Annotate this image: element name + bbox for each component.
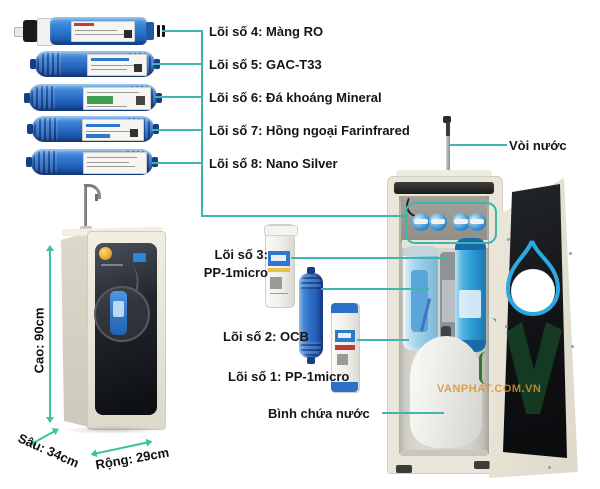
open-cabinet-topface <box>396 170 492 180</box>
open-cabinet-rim <box>394 182 494 194</box>
label-tank: Bình chứa nước <box>268 406 370 421</box>
connector-filter2 <box>321 288 429 290</box>
inline-filter-end-2 <box>429 213 447 231</box>
interior-floor <box>400 450 488 456</box>
blue-energy-label <box>133 253 146 262</box>
height-dimension-arrow <box>46 245 54 423</box>
inline-filter-end-1 <box>412 213 430 231</box>
pp1micro-1-image <box>331 303 360 393</box>
tank-image <box>410 336 482 448</box>
open-cabinet-tap-handle <box>443 116 451 123</box>
label-filter2: Lõi số 2: OCB <box>223 329 309 344</box>
ro-black-cap <box>23 20 38 42</box>
connector-filter6 <box>155 96 202 98</box>
tank-fitting <box>441 326 451 340</box>
bracket-to-cabinet-line <box>201 215 408 217</box>
closed-cabinet-shadow <box>60 426 164 434</box>
label-filter5: Lõi số 5: GAC-T33 <box>209 57 322 72</box>
label-filter8: Lõi số 8: Nano Silver <box>209 156 338 171</box>
label-filter1: Lõi số 1: PP-1micro <box>228 369 350 384</box>
closed-cabinet-faucet-stem <box>84 186 87 233</box>
green-wire-2 <box>479 352 492 384</box>
site-watermark: VANPHAT.COM.VN <box>437 383 542 395</box>
open-door-panel <box>503 184 567 458</box>
bracket-vertical-line <box>201 30 203 217</box>
connector-filter8 <box>152 162 202 164</box>
nano-silver-filter-image <box>26 149 158 175</box>
connector-filter5 <box>152 63 202 65</box>
housing-left <box>403 246 438 350</box>
ocb-filter-image <box>299 267 323 364</box>
panel-bottle-image <box>110 291 127 335</box>
interior-manifold <box>402 240 488 248</box>
connector-filter7 <box>152 129 202 131</box>
mineral-filter-image <box>24 84 162 111</box>
label-filter3: Lõi số 3: PP-1micro <box>203 247 268 280</box>
closed-cabinet-faucet-tip <box>95 194 98 201</box>
inline-filter-end-3 <box>452 213 470 231</box>
connector-filter3 <box>291 257 448 259</box>
water-drop-emblem <box>506 240 560 316</box>
open-cabinet-tap-upper <box>446 122 450 138</box>
ro-label <box>71 21 135 42</box>
housing-middle <box>440 252 457 344</box>
closed-cabinet-faucet-arc <box>84 184 101 199</box>
ro-right-cap <box>146 22 154 40</box>
housing-right <box>455 238 486 352</box>
closed-cabinet-side <box>61 232 89 427</box>
label-filter7: Lõi số 7: Hồng ngoại Farinfrared <box>209 123 410 138</box>
cabinet-foot-left <box>396 465 412 473</box>
connector-filter4 <box>162 30 202 32</box>
depth-dimension-label: Sâu: 34cm <box>15 430 82 471</box>
ro-pin-1 <box>157 25 160 37</box>
label-filter4: Lõi số 4: Màng RO <box>209 24 324 39</box>
ro-label-qr <box>124 30 132 38</box>
inline-filter-end-4 <box>468 213 486 231</box>
label-tap: Vòi nước <box>509 138 567 153</box>
ro-membrane-image <box>14 16 165 46</box>
gold-logo-badge <box>99 247 112 260</box>
ro-label-redmark <box>74 23 94 26</box>
label-filter6: Lõi số 6: Đá khoáng Mineral <box>209 90 382 105</box>
pp1micro-3-image <box>264 224 298 308</box>
closed-cabinet-glass-panel <box>94 243 157 415</box>
panel-brand-mark <box>101 264 123 266</box>
width-dimension-label: Rộng: 29cm <box>94 444 171 473</box>
open-cabinet-tap-rod <box>446 136 450 180</box>
filter-row-highlight-box <box>405 202 497 244</box>
connector-filter1 <box>357 339 409 341</box>
connector-tap <box>449 144 507 146</box>
connector-tank <box>382 412 444 414</box>
height-dimension-label: Cao: 90cm <box>31 307 47 374</box>
farinfrared-filter-image <box>27 116 159 142</box>
gac-t33-filter-image <box>30 51 160 77</box>
cabinet-foot-right <box>474 461 490 469</box>
